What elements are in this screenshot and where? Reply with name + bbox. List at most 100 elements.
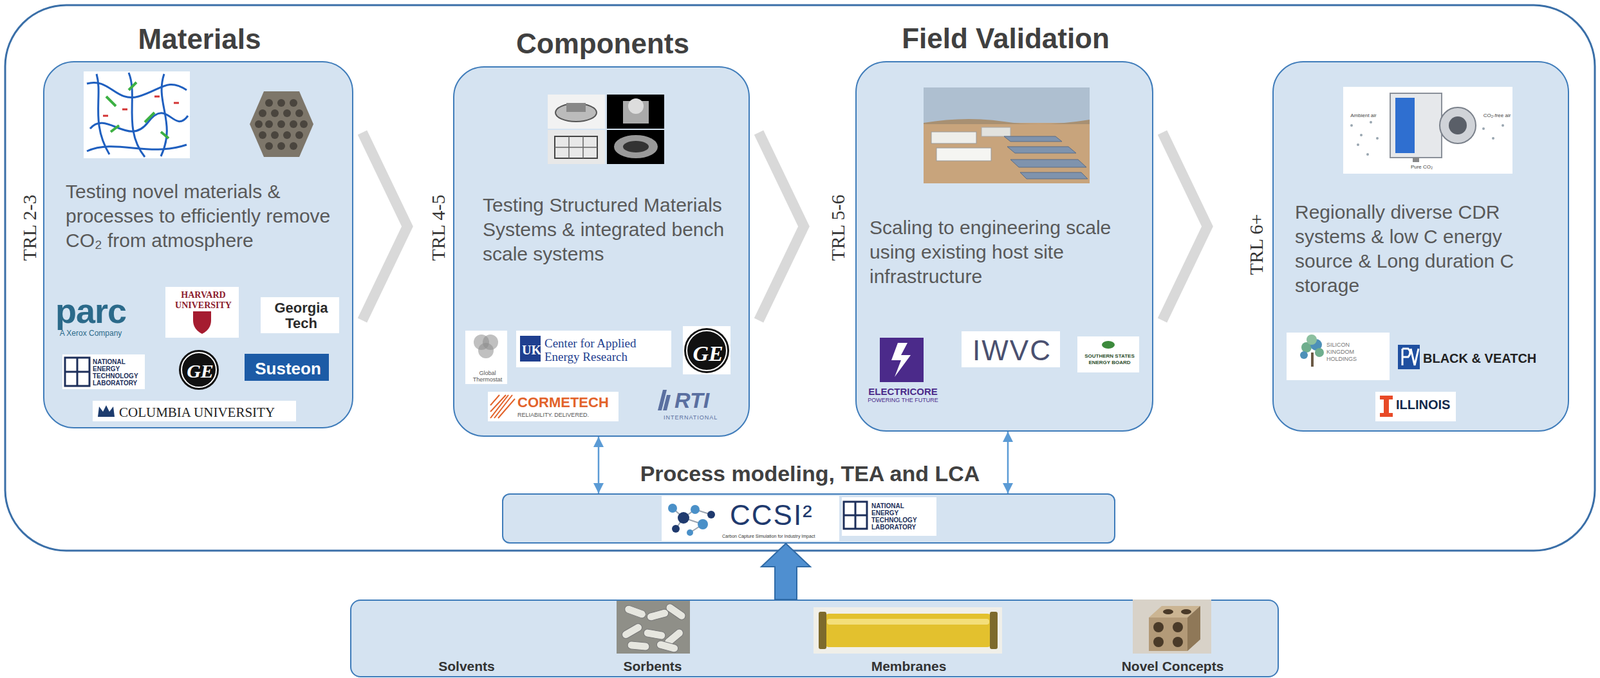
logo-monogram: GE	[684, 339, 732, 369]
dac-unit-illustration	[1390, 93, 1442, 158]
logo-marks	[165, 287, 239, 338]
field-site-photo	[1020, 172, 1088, 179]
sorbent-network-image	[106, 82, 169, 139]
logo-marks	[1375, 391, 1456, 422]
trl-label: TRL 6+	[1246, 214, 1267, 276]
honeycomb-monolith-image	[258, 131, 267, 140]
membrane-module-image	[818, 612, 827, 650]
field-site-photo	[1007, 146, 1077, 154]
logo-marks	[1402, 348, 1419, 366]
sorbent-network-image	[160, 74, 167, 157]
logo-marks	[686, 529, 694, 537]
logo-text: ILLINOIS	[1395, 395, 1454, 414]
sorbent-network-image	[144, 112, 155, 123]
honeycomb-monolith-image	[289, 142, 298, 150]
stage-heading: Materials	[44, 22, 355, 56]
sorbent-network-image	[110, 125, 120, 132]
logo-marks	[686, 330, 727, 371]
link-arrow	[597, 437, 600, 494]
field-site-photo	[1010, 159, 1087, 168]
technology-caption: Solvents	[415, 659, 519, 675]
lattice-cube-image	[1148, 617, 1188, 652]
logo-marks	[891, 343, 911, 378]
honeycomb-monolith-image	[289, 99, 298, 107]
dac-unit-illustration	[1350, 124, 1353, 127]
lattice-cube-image	[1172, 622, 1183, 633]
structured-component-images	[623, 101, 649, 124]
dac-unit-illustration	[1350, 120, 1505, 156]
logo-text: RTI	[674, 388, 732, 413]
sorbent-pellets-image	[620, 622, 643, 640]
lattice-cube-image	[1187, 606, 1201, 652]
field-site-photo	[923, 87, 1090, 184]
sorbent-pellets-image	[664, 602, 688, 622]
field-site-photo	[1004, 136, 1088, 179]
logo-marks	[707, 511, 716, 519]
logo-marks	[841, 497, 937, 537]
structured-component-images	[547, 94, 605, 129]
lattice-cube-image	[1153, 622, 1164, 633]
logo-marks	[690, 505, 700, 515]
logo-marks	[62, 354, 145, 390]
stage-description: Testing novel materials & processes to e…	[65, 179, 340, 253]
structured-component-images	[628, 98, 644, 114]
logo-marks	[181, 352, 217, 388]
logo-marks	[657, 390, 667, 411]
illustration-label: Ambient air	[1345, 112, 1382, 120]
logo-text: ELECTRICORE	[857, 386, 949, 398]
honeycomb-monolith-image	[283, 131, 291, 140]
honeycomb-monolith-image	[249, 91, 314, 158]
structured-component-images	[606, 130, 665, 165]
logo-marks	[520, 335, 541, 362]
sorbent-network-image	[154, 95, 160, 98]
logo-marks	[661, 496, 840, 542]
logo-marks	[662, 395, 671, 411]
membrane-module-image	[823, 613, 993, 648]
honeycomb-monolith-image	[283, 109, 291, 118]
lattice-cube-image	[1181, 609, 1192, 615]
logo-marks	[65, 357, 90, 387]
logo-tagline: INTERNATIONAL	[663, 414, 732, 422]
logo-text: CCSI²	[729, 500, 827, 531]
lattice-cube-image	[1162, 609, 1174, 615]
flow-chevron	[1162, 132, 1208, 321]
logo-text: SILICON KINGDOM HOLDINGS	[1326, 341, 1367, 363]
field-site-photo	[923, 87, 1090, 123]
logo-monogram: UK	[521, 337, 542, 363]
dac-unit-illustration	[1395, 97, 1415, 154]
structured-component-images	[554, 136, 598, 159]
logo-marks	[244, 353, 329, 382]
illustration-label: CO₂-free air	[1481, 112, 1513, 120]
sorbent-network-image	[102, 96, 179, 116]
logo-marks	[260, 297, 340, 334]
sorbent-pellets-image	[616, 601, 690, 654]
trl-label: TRL 5-6	[827, 194, 849, 261]
honeycomb-monolith-image	[277, 120, 286, 129]
flow-chevron	[758, 132, 804, 321]
field-site-photo	[1004, 136, 1062, 142]
sorbent-network-image	[122, 108, 128, 111]
sorbent-pellets-image	[655, 640, 680, 654]
logo-marks	[482, 334, 499, 351]
logo-marks	[478, 343, 494, 359]
logo-monogram: GE	[179, 358, 221, 385]
logo-marks	[1301, 342, 1312, 353]
dac-unit-illustration	[1343, 86, 1513, 174]
stage-heading: Field Validation	[856, 21, 1155, 56]
logo-marks	[672, 508, 712, 533]
logo-text: NATIONAL ENERGY TECHNOLOGY LABORATORY	[92, 358, 142, 387]
structured-component-images	[555, 103, 597, 122]
stage-description: Testing Structured Materials Systems & i…	[482, 193, 741, 267]
trl-label: TRL 4-5	[427, 194, 449, 261]
link-arrow	[1007, 431, 1010, 494]
logo-marks	[843, 502, 867, 530]
logo-marks	[1306, 334, 1317, 345]
membrane-module-image	[989, 612, 998, 650]
stage-description: Scaling to engineering scale using exist…	[869, 215, 1147, 289]
honeycomb-monolith-image	[265, 142, 273, 150]
dac-unit-illustration	[1501, 124, 1505, 127]
lattice-cube-image	[1153, 609, 1192, 648]
logo-marks	[178, 350, 219, 391]
